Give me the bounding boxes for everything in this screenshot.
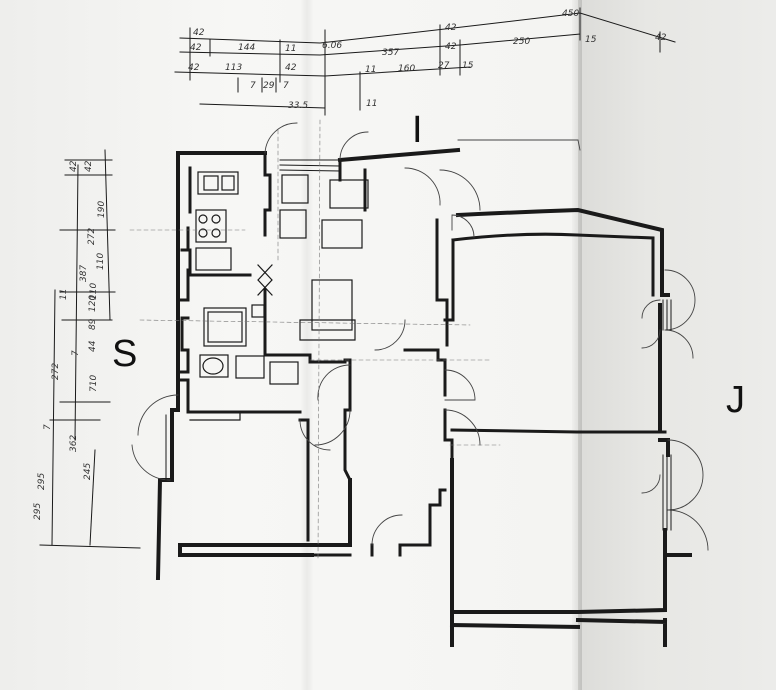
door-swings bbox=[131, 122, 709, 551]
paper-sheet-right bbox=[578, 0, 776, 690]
dim-text: 42 bbox=[69, 160, 79, 172]
dim-text: 44 bbox=[88, 340, 98, 352]
dim-text: 42 bbox=[655, 33, 667, 43]
dim-text: 7 bbox=[71, 350, 81, 356]
top-dimension-lines bbox=[174, 7, 676, 116]
dim-text: 250 bbox=[513, 37, 530, 47]
dim-text: 42 bbox=[285, 63, 297, 73]
dim-text: 11 bbox=[365, 65, 376, 75]
dim-text: 6.06 bbox=[322, 41, 342, 51]
dim-text: 120 bbox=[88, 295, 98, 312]
dim-text: 245 bbox=[83, 463, 93, 480]
fixtures bbox=[189, 171, 369, 421]
dim-text: 15 bbox=[462, 61, 474, 71]
exterior-walls bbox=[155, 147, 692, 647]
dim-text: 7 bbox=[43, 424, 53, 430]
dim-text: 11 bbox=[366, 99, 377, 109]
dim-text: 42 bbox=[193, 28, 205, 38]
dim-text: 11 bbox=[285, 44, 296, 54]
dim-text: 89 bbox=[88, 318, 98, 330]
dim-text: 710 bbox=[89, 375, 99, 392]
dim-text: 42 bbox=[84, 160, 94, 172]
dim-text: 15 bbox=[585, 35, 597, 45]
dim-text: 42 bbox=[445, 42, 457, 52]
dim-text: 357 bbox=[382, 48, 399, 58]
dim-text: 33.5 bbox=[288, 101, 308, 111]
dim-text: 113 bbox=[225, 63, 242, 73]
dim-text: 7 bbox=[250, 81, 256, 91]
dim-text: 362 bbox=[69, 435, 79, 452]
dim-text: 190 bbox=[97, 201, 107, 218]
orientation-label-east: J bbox=[726, 379, 745, 421]
left-dimension-lines bbox=[39, 149, 141, 549]
dim-text: 110 bbox=[96, 253, 106, 270]
dim-text: 160 bbox=[398, 64, 415, 74]
paper-fold bbox=[572, 0, 582, 690]
windows bbox=[165, 159, 672, 531]
orientation-label-north: I bbox=[412, 109, 423, 151]
dim-text: 11 bbox=[59, 289, 69, 300]
dim-text: 27 bbox=[438, 61, 450, 71]
dim-text: 272 bbox=[87, 228, 97, 245]
dim-text: 42 bbox=[190, 43, 202, 53]
dim-text: 295 bbox=[37, 473, 47, 490]
dim-text: 387 bbox=[79, 265, 89, 282]
paper-fold bbox=[300, 0, 314, 690]
dim-text: 7 bbox=[283, 81, 289, 91]
dim-text: 42 bbox=[188, 63, 200, 73]
dim-text: 110 bbox=[89, 283, 99, 300]
dimension-texts: 42 42 450 42 42 144 11 6.06 357 42 250 1… bbox=[33, 9, 667, 520]
paper-sheet-left bbox=[0, 0, 580, 690]
dim-text: 450 bbox=[562, 9, 579, 19]
dim-text: 295 bbox=[33, 503, 43, 520]
dim-text: 272 bbox=[51, 363, 61, 380]
dim-text: 42 bbox=[445, 23, 457, 33]
construction-lines bbox=[129, 119, 501, 561]
interior-walls bbox=[176, 151, 667, 557]
orientation-label-west: S bbox=[112, 333, 137, 375]
dim-text: 29 bbox=[263, 81, 275, 91]
dim-text: 144 bbox=[238, 43, 255, 53]
